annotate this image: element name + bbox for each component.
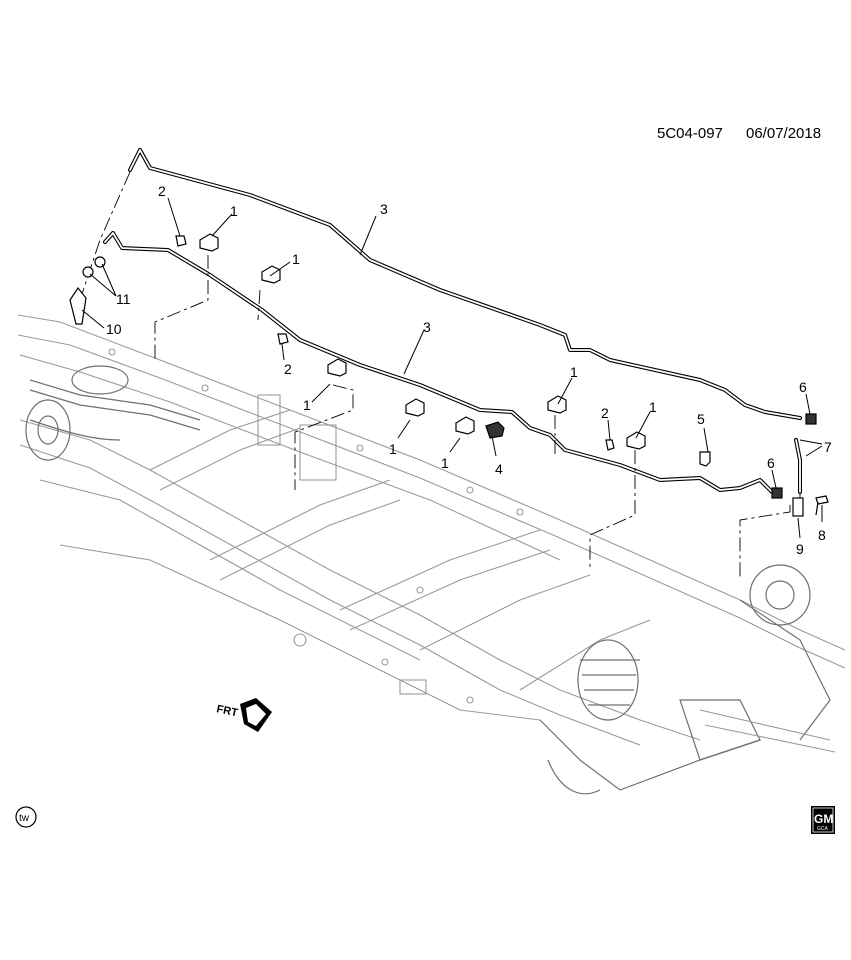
callout-5: 5: [697, 411, 705, 427]
gm-logo-sub: GCA: [817, 826, 829, 832]
vehicle-frame: [17, 314, 846, 795]
callout-6-b: 6: [767, 455, 775, 471]
callout-10: 10: [106, 321, 122, 337]
callout-1-c: 1: [303, 397, 311, 413]
locator-lines: [79, 171, 801, 580]
callout-1-g: 1: [649, 399, 657, 415]
callout-1-f: 1: [570, 364, 578, 380]
callout-3-a: 3: [380, 201, 388, 217]
callout-2-b: 2: [284, 361, 292, 377]
gm-logo: GM GCA: [811, 806, 835, 834]
callout-6-a: 6: [799, 379, 807, 395]
callout-2-c: 2: [601, 405, 609, 421]
callout-4: 4: [495, 461, 503, 477]
callout-11: 11: [116, 291, 131, 307]
callout-1-e: 1: [441, 455, 449, 471]
callout-1-d: 1: [389, 441, 397, 457]
diagram-code: 5C04-097: [657, 125, 723, 142]
component-clips: [69, 233, 829, 517]
callout-1-a: 1: [230, 203, 238, 219]
callout-labels: 1 1 1 1 1 1 1 2 2 2 3 3 4 5 6 6 7 8 9 10…: [106, 183, 832, 557]
tw-label: tw: [19, 813, 30, 824]
gm-logo-text: GM: [814, 812, 833, 826]
tw-mark: tw: [15, 806, 37, 828]
diagram-date: 06/07/2018: [746, 125, 821, 142]
callout-9: 9: [796, 541, 804, 557]
leader-lines: [81, 197, 823, 539]
front-label: FRT: [215, 703, 239, 719]
callout-1-b: 1: [292, 251, 300, 267]
brake-pipe-lower: [103, 231, 774, 494]
callout-3-b: 3: [423, 319, 431, 335]
brake-pipe-upper: [128, 148, 802, 420]
callout-2-a: 2: [158, 183, 166, 199]
callout-7: 7: [824, 439, 832, 455]
callout-8: 8: [818, 527, 826, 543]
front-indicator: FRT: [215, 698, 272, 732]
